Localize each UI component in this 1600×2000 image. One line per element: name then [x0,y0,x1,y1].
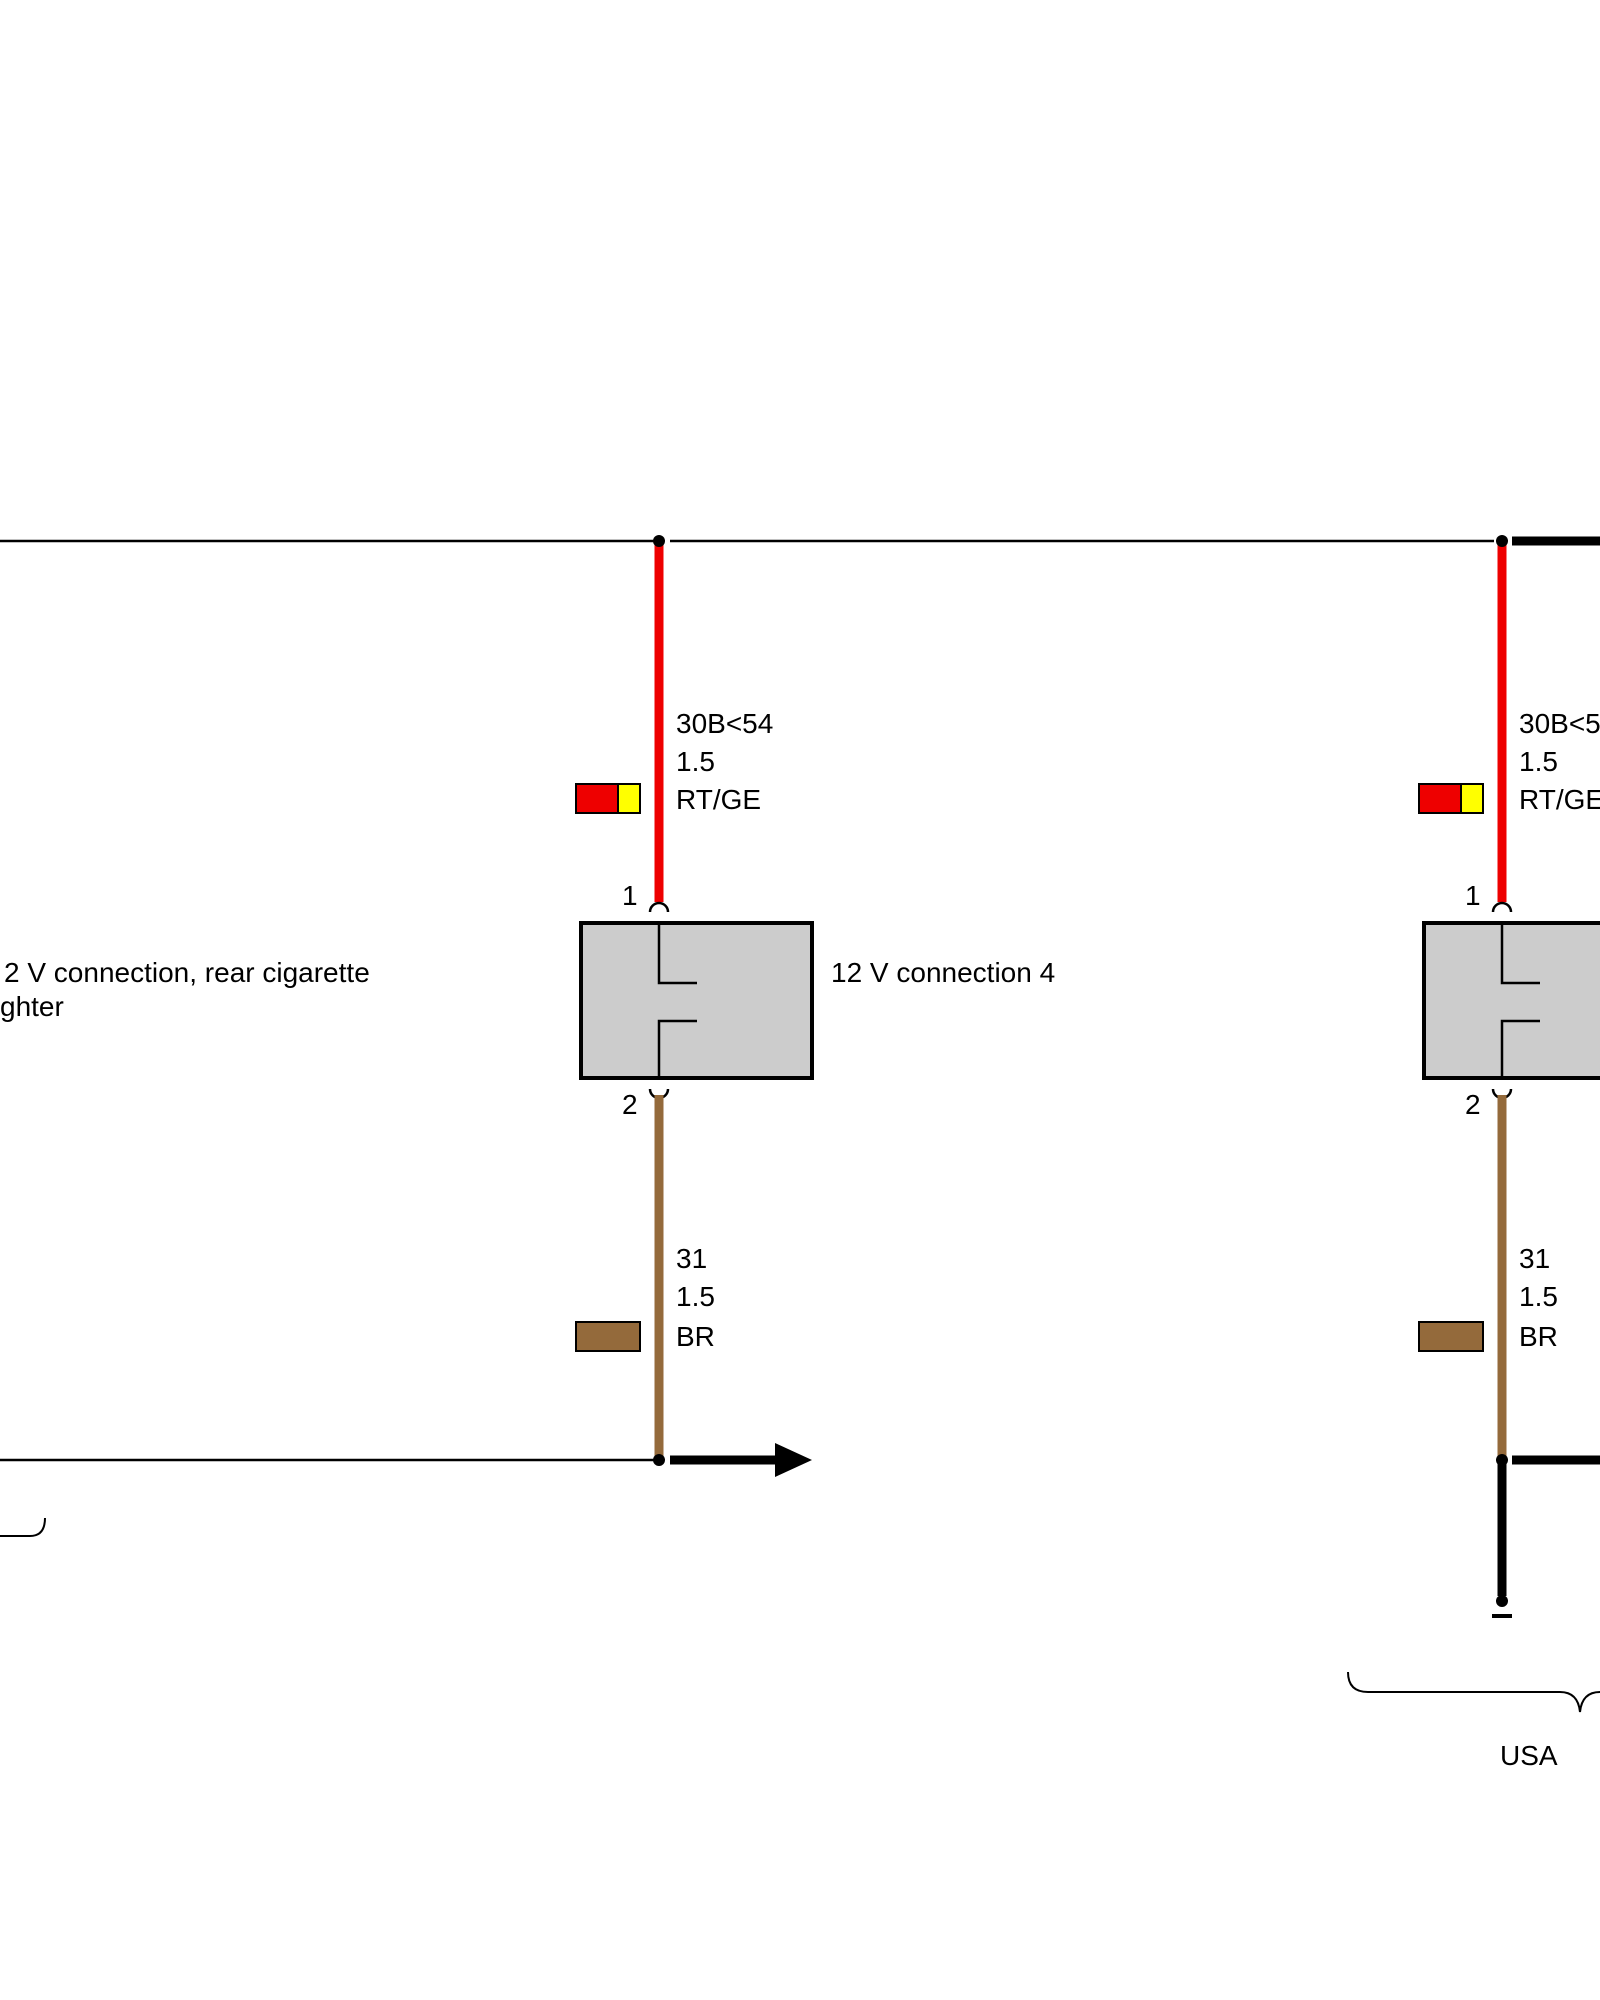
contact-symbol-upper [1500,923,1540,985]
pin-number-top: 1 [622,880,638,911]
bracket-usa [1347,1671,1600,1713]
wire-color-code-label: RT/GE [1519,784,1600,815]
swatch-yellow-right [1460,783,1484,814]
wire-terminal-label: 30B<5 [1519,708,1600,739]
wire-terminal-label: 31 [1519,1243,1550,1274]
swatch-red-right [1418,783,1462,814]
wire-cross-section-label: 1.5 [676,746,715,777]
bracket-label: USA [1500,1740,1558,1771]
bracket-fragment-left [0,1517,46,1537]
wire-cross-section-label: 1.5 [1519,1281,1558,1312]
pin-number-bottom: 2 [1465,1089,1481,1120]
swatch-red-left [575,783,619,814]
pin-socket-top [648,901,670,913]
pin-socket-top [1491,901,1513,913]
arrow-right-icon [775,1443,812,1477]
wire-terminal-label: 31 [676,1243,707,1274]
swatch-yellow-left [617,783,641,814]
connector-label: 12 V connection 4 [831,957,1055,988]
junction-dot-bottom-right [1496,1454,1508,1466]
junction-dot-top-left [653,535,665,547]
connector-box [579,921,814,1080]
right-component: 30B<5 1.5 RT/GE 1 2 31 1.5 BR [1418,535,1600,1618]
pin-number-bottom: 2 [622,1089,638,1120]
wire-color-code-label: RT/GE [676,784,761,815]
connector-box [1422,921,1600,1080]
contact-symbol-lower [657,1019,697,1078]
junction-dot-top-right [1496,535,1508,547]
wire-cross-section-label: 1.5 [1519,746,1558,777]
contact-symbol-lower [1500,1019,1540,1078]
component-description-line2: ghter [0,991,64,1022]
wire-color-code-label: BR [676,1321,715,1352]
component-description-line1: 2 V connection, rear cigarette [4,957,370,988]
swatch-brown-right [1418,1321,1484,1352]
ground-point-dot [1496,1595,1508,1607]
wire-cross-section-label: 1.5 [676,1281,715,1312]
contact-symbol-upper [657,923,697,985]
wire-terminal-label: 30B<54 [676,708,773,739]
wire-color-code-label: BR [1519,1321,1558,1352]
pin-number-top: 1 [1465,880,1481,911]
junction-dot-bottom-left [653,1454,665,1466]
left-component: 30B<54 1.5 RT/GE 1 12 V connection 4 2 3… [575,535,1055,1466]
swatch-brown-left [575,1321,641,1352]
